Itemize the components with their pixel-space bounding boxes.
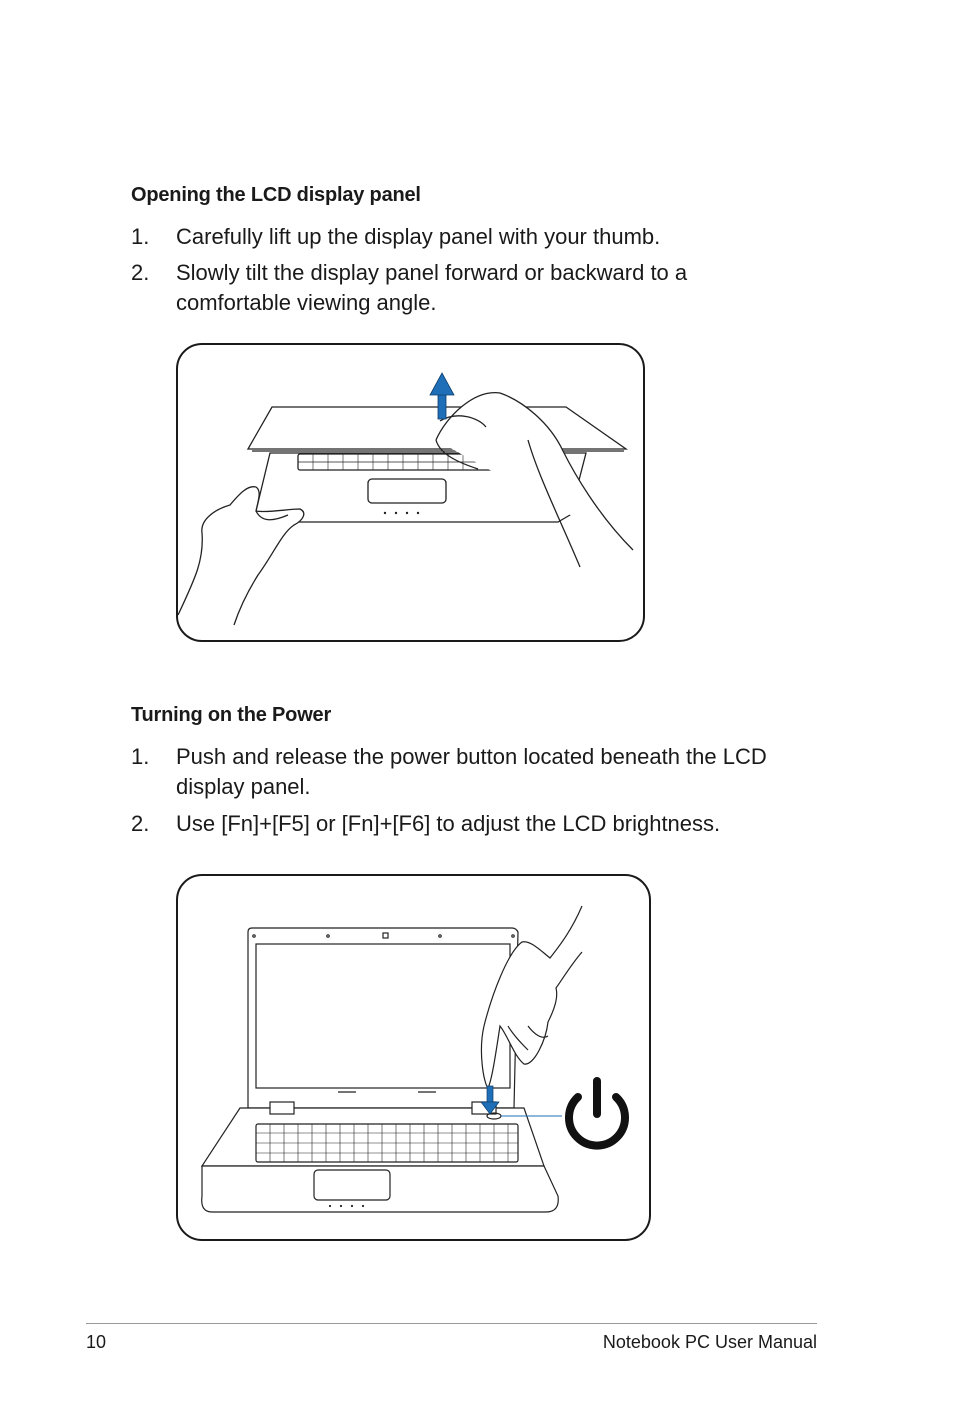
press-down-arrow-icon bbox=[480, 1085, 500, 1115]
figure-power-button bbox=[176, 874, 651, 1241]
step-number: 2. bbox=[131, 811, 150, 836]
section-heading-turning-on-power: Turning on the Power bbox=[131, 704, 332, 726]
figure-opening-lcd-panel bbox=[176, 343, 645, 642]
page-number: 10 bbox=[86, 1332, 107, 1352]
manual-title: Notebook PC User Manual bbox=[602, 1332, 817, 1352]
section-heading-opening-lcd: Opening the LCD display panel bbox=[131, 184, 421, 206]
step-number: 2. bbox=[131, 260, 150, 285]
lift-up-arrow-icon bbox=[429, 372, 455, 420]
step-text: Use [Fn]+[F5] or [Fn]+[F6] to adjust the… bbox=[176, 811, 721, 836]
step-text: Carefully lift up the display panel with… bbox=[176, 224, 661, 249]
laptop-opening-illustration bbox=[178, 372, 634, 626]
step-text: Push and release the power button locate… bbox=[176, 744, 767, 799]
step-number: 1. bbox=[131, 744, 150, 769]
list-item: 1. Carefully lift up the display panel w… bbox=[131, 222, 811, 252]
list-item: 1. Push and release the power button loc… bbox=[131, 742, 791, 802]
list-item: 2. Use [Fn]+[F5] or [Fn]+[F6] to adjust … bbox=[131, 809, 811, 839]
laptop-power-illustration bbox=[200, 905, 629, 1213]
step-text: Slowly tilt the display panel forward or… bbox=[176, 260, 688, 315]
power-icon bbox=[565, 1077, 629, 1150]
step-number: 1. bbox=[131, 224, 150, 249]
list-item: 2. Slowly tilt the display panel forward… bbox=[131, 258, 731, 318]
footer-divider bbox=[86, 1323, 817, 1324]
